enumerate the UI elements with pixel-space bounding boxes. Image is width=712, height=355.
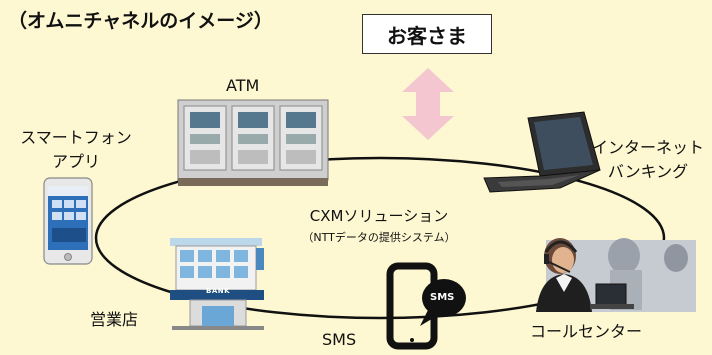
atm-label: ATM — [226, 76, 260, 95]
smartphone-label-line1: スマートフォン — [20, 128, 132, 147]
call-center-label: コールセンター — [530, 322, 643, 341]
sms-bubble-text: SMS — [430, 292, 455, 303]
customer-box: お客さま — [362, 14, 492, 54]
channel-ring — [94, 156, 666, 320]
laptop-icon — [483, 111, 601, 193]
cxm-solution-subtitle: （NTTデータの提供システム） — [302, 231, 456, 244]
bank-building-icon — [170, 238, 264, 330]
smartphone-icon — [43, 177, 93, 265]
bank-sign-text: BANK — [206, 287, 231, 295]
call-center-operator-icon — [536, 238, 696, 312]
up-down-arrow-icon — [402, 68, 454, 140]
smartphone-label: スマートフォン アプリ — [20, 124, 132, 172]
cxm-solution-title: CXMソリューション — [309, 207, 449, 225]
branch-label: 営業店 — [90, 310, 139, 329]
sms-label: SMS — [322, 330, 357, 349]
atm-icon — [177, 99, 329, 186]
internet-banking-label-line2: バンキング — [607, 162, 689, 181]
internet-banking-label: インターネット バンキング — [590, 134, 706, 182]
cxm-center-label: CXMソリューション （NTTデータの提供システム） — [284, 205, 474, 245]
internet-banking-label-line1: インターネット — [591, 138, 704, 157]
smartphone-label-line2: アプリ — [51, 152, 100, 171]
page-title: （オムニチャネルのイメージ） — [8, 10, 273, 32]
sms-phone-icon — [386, 262, 466, 350]
